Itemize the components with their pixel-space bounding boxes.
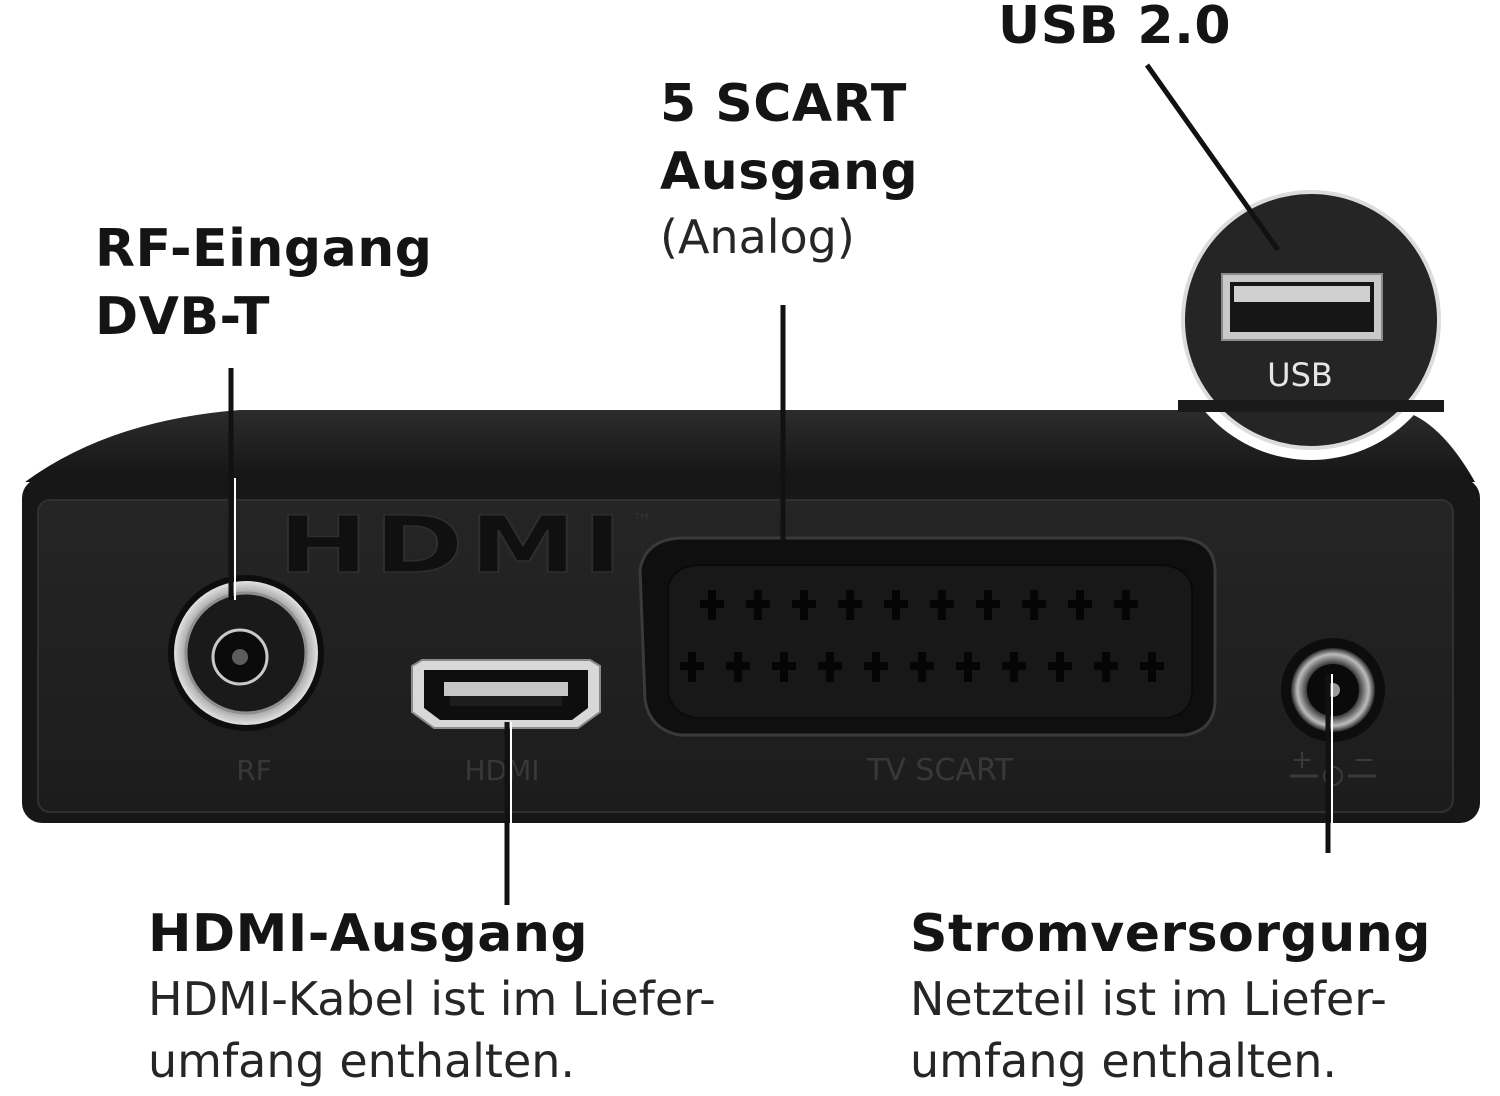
power-polarity-minus: −: [1353, 745, 1375, 775]
callout-pointers: [228, 63, 1331, 905]
label-rf: RF-Eingang DVB-T: [95, 215, 432, 351]
scart-pin-slot: [984, 590, 992, 620]
label-hdmi-desc-line1: HDMI-Kabel ist im Liefer-: [148, 972, 716, 1026]
hdmi-trademark: ™: [632, 509, 652, 533]
scart-pin-slot: [918, 652, 926, 682]
scart-pin-slot: [1102, 652, 1110, 682]
label-hdmi: HDMI-Ausgang HDMI-Kabel ist im Liefer- u…: [148, 900, 716, 1092]
hdmi-port: [411, 659, 601, 729]
port-label-hdmi: HDMI: [464, 754, 539, 787]
scart-pin-slot: [1056, 652, 1064, 682]
scart-pin-slot: [872, 652, 880, 682]
label-rf-line2: DVB-T: [95, 287, 270, 347]
usb-inset: USB: [1171, 180, 1451, 460]
scart-pin-slot: [708, 590, 716, 620]
port-label-rf: RF: [236, 754, 272, 787]
usb-inset-label: USB: [1267, 356, 1333, 394]
label-power-desc-line2: umfang enthalten.: [910, 1034, 1338, 1088]
scart-pin-group: [680, 590, 1164, 682]
scart-pin-slot: [938, 590, 946, 620]
scart-pin-slot: [964, 652, 972, 682]
scart-pin-slot: [1148, 652, 1156, 682]
scart-pin-slot: [846, 590, 854, 620]
label-hdmi-desc-line2: umfang enthalten.: [148, 1034, 576, 1088]
label-power-desc-line1: Netzteil ist im Liefer-: [910, 972, 1387, 1026]
power-polarity-plus: +: [1291, 745, 1313, 775]
scart-pin-slot: [1076, 590, 1084, 620]
label-scart-line2: Ausgang: [660, 142, 919, 202]
scart-pin-slot: [1122, 590, 1130, 620]
scart-pin-slot: [780, 652, 788, 682]
label-hdmi-title: HDMI-Ausgang: [148, 904, 589, 964]
label-scart-line1: 5 SCART: [660, 74, 907, 134]
scart-pin-slot: [734, 652, 742, 682]
rf-connector: [168, 575, 324, 731]
label-usb-title: USB 2.0: [998, 0, 1232, 56]
scart-pin-slot: [688, 652, 696, 682]
hdmi-logo: HDMI: [278, 501, 628, 591]
pointer-usb: [1144, 63, 1281, 252]
label-rf-line1: RF-Eingang: [95, 219, 433, 279]
port-label-scart: TV SCART: [866, 753, 1014, 788]
scart-pin-slot: [1010, 652, 1018, 682]
label-power: Stromversorgung Netzteil ist im Liefer- …: [910, 900, 1431, 1092]
scart-pin-slot: [754, 590, 762, 620]
label-power-title: Stromversorgung: [910, 904, 1431, 964]
scart-pin-slot: [892, 590, 900, 620]
label-scart: 5 SCART Ausgang (Analog): [660, 70, 918, 268]
label-scart-subtitle: (Analog): [660, 210, 855, 264]
scart-port: [638, 536, 1217, 737]
scart-pin-slot: [1030, 590, 1038, 620]
device-top-surface: [25, 410, 1475, 482]
scart-pin-slot: [826, 652, 834, 682]
scart-pin-slot: [800, 590, 808, 620]
